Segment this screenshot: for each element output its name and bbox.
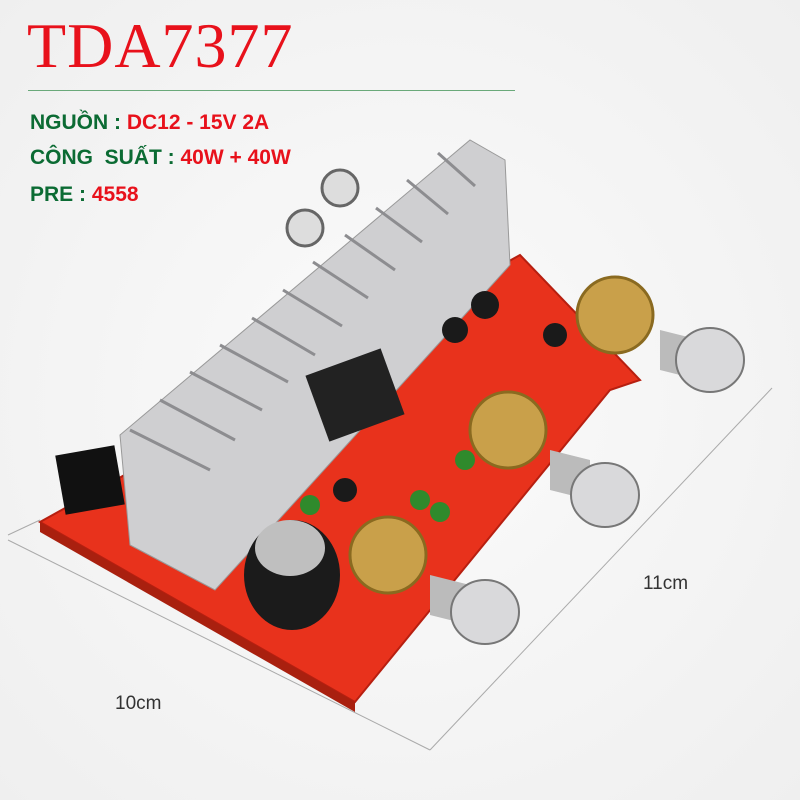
potentiometer (468, 390, 640, 528)
rca-jack (320, 168, 360, 208)
width-dimension-label: 11cm (643, 573, 689, 594)
heatsink (119, 139, 511, 591)
potentiometer (348, 515, 520, 645)
length-dimension-label: 10cm (115, 693, 162, 714)
dc-jack (55, 445, 125, 515)
spec-output: CÔNG SUẤT : 40W + 40W (30, 146, 291, 169)
divider (28, 90, 515, 91)
volume-knob (675, 327, 745, 393)
rca-jack (285, 208, 325, 248)
treble-knob (570, 462, 640, 528)
tda7377-chip (305, 348, 405, 442)
dimension-lines (7, 387, 773, 751)
spec-preamp: PRE : 4558 (30, 183, 139, 206)
bass-knob (450, 579, 520, 645)
potentiometer (575, 275, 745, 393)
product-title: TDA7377 (27, 10, 294, 81)
spec-power: NGUỒN : DC12 - 15V 2A (30, 111, 270, 134)
